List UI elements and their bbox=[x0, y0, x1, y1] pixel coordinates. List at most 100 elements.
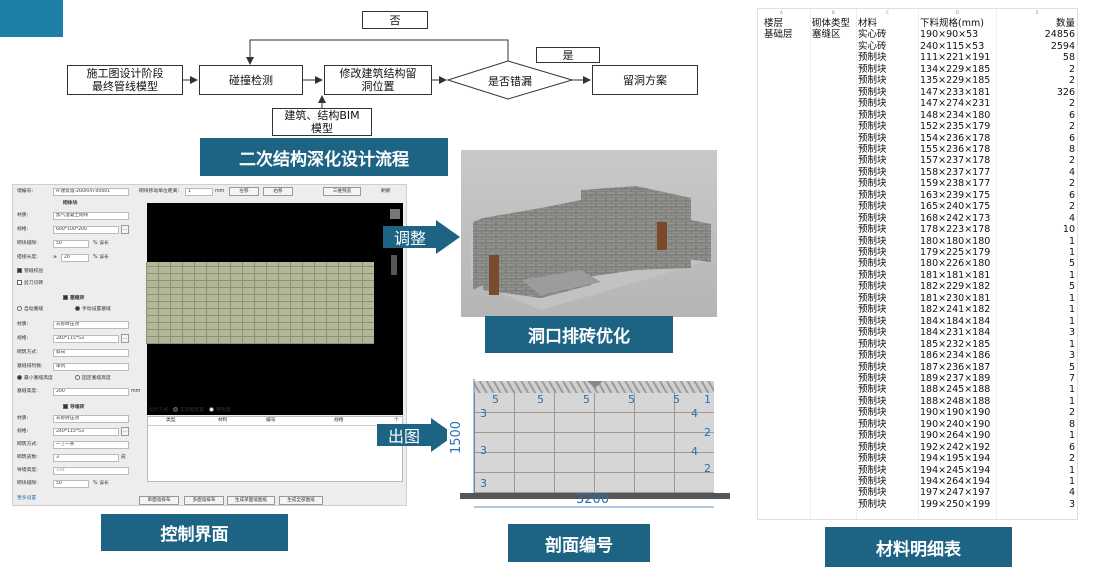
sheet-cell[interactable]: 155×236×178 bbox=[920, 143, 991, 155]
sheet-row[interactable]: 预制块 152×235×179 2 bbox=[758, 121, 1077, 133]
sheet-cell[interactable]: 下料规格(mm) bbox=[920, 18, 984, 29]
spec-more-button[interactable]: … bbox=[121, 225, 129, 234]
sheet-cell[interactable]: 189×237×189 bbox=[920, 372, 991, 384]
sheet-cell[interactable]: 预制块 bbox=[858, 98, 887, 110]
sheet-cell[interactable]: 预制块 bbox=[858, 63, 887, 75]
sheet-cell[interactable]: 58 bbox=[1062, 52, 1075, 64]
top-height-input[interactable]: 200 bbox=[53, 388, 129, 396]
top-spec-more-button[interactable]: … bbox=[121, 334, 129, 343]
sheet-cell[interactable]: 7 bbox=[1068, 372, 1075, 384]
sheet-cell[interactable]: 预制块 bbox=[858, 361, 887, 373]
sheet-cell[interactable]: 塞缝区 bbox=[812, 29, 841, 41]
sheet-cell[interactable]: 148×234×180 bbox=[920, 109, 991, 121]
sheet-cell[interactable]: 预制块 bbox=[858, 212, 887, 224]
sheet-cell[interactable]: 预制块 bbox=[858, 327, 887, 339]
sheet-cell[interactable]: 147×233×181 bbox=[920, 86, 991, 98]
sheet-cell[interactable]: 152×235×179 bbox=[920, 121, 991, 133]
sheet-cell[interactable]: 135×229×185 bbox=[920, 75, 991, 87]
sheet-cell[interactable]: 预制块 bbox=[858, 292, 887, 304]
wall-id-input[interactable]: A-建筑墙-200mm-00001 bbox=[53, 188, 129, 196]
sheet-cell[interactable]: 预制块 bbox=[858, 121, 887, 133]
sheet-cell[interactable]: 4 bbox=[1068, 487, 1075, 499]
sheet-cell[interactable]: 1 bbox=[1068, 247, 1075, 258]
sheet-cell[interactable]: 材料 bbox=[858, 18, 878, 29]
sheet-cell[interactable]: 预制块 bbox=[858, 155, 887, 167]
sheet-cell[interactable]: 预制块 bbox=[858, 350, 887, 362]
sheet-cell[interactable]: 8 bbox=[1068, 143, 1075, 155]
top-arr-select[interactable]: 单列 bbox=[53, 363, 129, 371]
single-wall-button[interactable]: 单面墙排布 bbox=[139, 496, 179, 505]
sheet-cell[interactable]: 326 bbox=[1056, 86, 1075, 98]
sheet-cell[interactable]: 1 bbox=[1068, 464, 1075, 476]
material-select[interactable]: 加气混凝土砌块 bbox=[53, 212, 129, 220]
top-lay-select[interactable]: 斜向 bbox=[53, 349, 129, 357]
sheet-cell[interactable]: 185×232×185 bbox=[920, 338, 991, 350]
sheet-cell[interactable]: 楼层 bbox=[764, 18, 784, 29]
more-settings-link[interactable]: 更多设置 bbox=[17, 496, 37, 501]
sheet-cell[interactable]: 预制块 bbox=[858, 338, 887, 350]
sheet-cell[interactable]: 1 bbox=[1068, 235, 1075, 247]
sheet-cell[interactable]: 6 bbox=[1068, 132, 1075, 144]
sheet-cell[interactable]: 24856 bbox=[1044, 29, 1075, 41]
sheet-cell[interactable]: 6 bbox=[1068, 441, 1075, 453]
radio-manual-row[interactable]: 手动设置塞缝 bbox=[75, 306, 111, 314]
offset-input[interactable]: 1 bbox=[185, 188, 213, 196]
radio-fixed[interactable] bbox=[75, 375, 80, 380]
sheet-cell[interactable]: 2 bbox=[1068, 98, 1075, 110]
sheet-header-row[interactable]: 楼层砌体类型材料下料规格(mm)数量 bbox=[758, 18, 1077, 29]
radio-fixed-row[interactable]: 固定塞缝高度 bbox=[75, 375, 111, 383]
check-cut-checkbox[interactable] bbox=[17, 280, 22, 285]
move-left-button[interactable]: 左移 bbox=[229, 187, 259, 196]
sheet-cell[interactable]: 预制块 bbox=[858, 453, 887, 465]
sheet-cell[interactable]: 194×195×194 bbox=[920, 453, 991, 465]
sheet-cell[interactable]: 2 bbox=[1068, 121, 1075, 133]
sheet-cell[interactable]: 预制块 bbox=[858, 201, 887, 213]
sheet-cell[interactable]: 180×226×180 bbox=[920, 258, 991, 270]
sheet-cell[interactable]: 165×240×175 bbox=[920, 201, 991, 213]
sheet-cell[interactable]: 3 bbox=[1068, 327, 1075, 339]
sheet-cell[interactable]: 预制块 bbox=[858, 304, 887, 316]
sheet-cell[interactable]: 158×237×177 bbox=[920, 166, 991, 178]
spec-select[interactable]: 600*100*200 bbox=[53, 226, 119, 234]
sheet-cell[interactable]: 3 bbox=[1068, 498, 1075, 510]
sheet-cell[interactable]: 4 bbox=[1068, 212, 1075, 224]
bot-joint-input[interactable]: 50 bbox=[53, 480, 89, 488]
sheet-cell[interactable]: 180×180×180 bbox=[920, 235, 991, 247]
sheet-cell[interactable]: 157×237×178 bbox=[920, 155, 991, 167]
sheet-cell[interactable]: 预制块 bbox=[858, 258, 887, 270]
sheet-cell[interactable]: 178×223×178 bbox=[920, 224, 991, 236]
sheet-cell[interactable]: 1 bbox=[1068, 315, 1075, 327]
sheet-cell[interactable]: 5 bbox=[1068, 361, 1075, 373]
sheet-cell[interactable]: 实心砖 bbox=[858, 40, 887, 52]
sheet-cell[interactable]: 182×241×182 bbox=[920, 304, 991, 316]
sheet-cell[interactable]: 预制块 bbox=[858, 166, 887, 178]
check-rule-checkbox[interactable] bbox=[17, 268, 22, 273]
sheet-cell[interactable]: 1 bbox=[1068, 430, 1075, 442]
check-rule-row[interactable]: 错缝校验 bbox=[17, 268, 43, 276]
bot-rows-input[interactable]: 3 bbox=[53, 454, 119, 462]
sheet-cell[interactable]: 190×240×190 bbox=[920, 418, 991, 430]
sheet-cell[interactable]: 1 bbox=[1068, 384, 1075, 396]
sheet-cell[interactable]: 预制块 bbox=[858, 109, 887, 121]
sheet-cell[interactable]: 111×221×191 bbox=[920, 52, 991, 64]
sheet-cell[interactable]: 8 bbox=[1068, 418, 1075, 430]
sheet-cell[interactable]: 预制块 bbox=[858, 464, 887, 476]
stat-sum-radio[interactable] bbox=[209, 407, 214, 412]
